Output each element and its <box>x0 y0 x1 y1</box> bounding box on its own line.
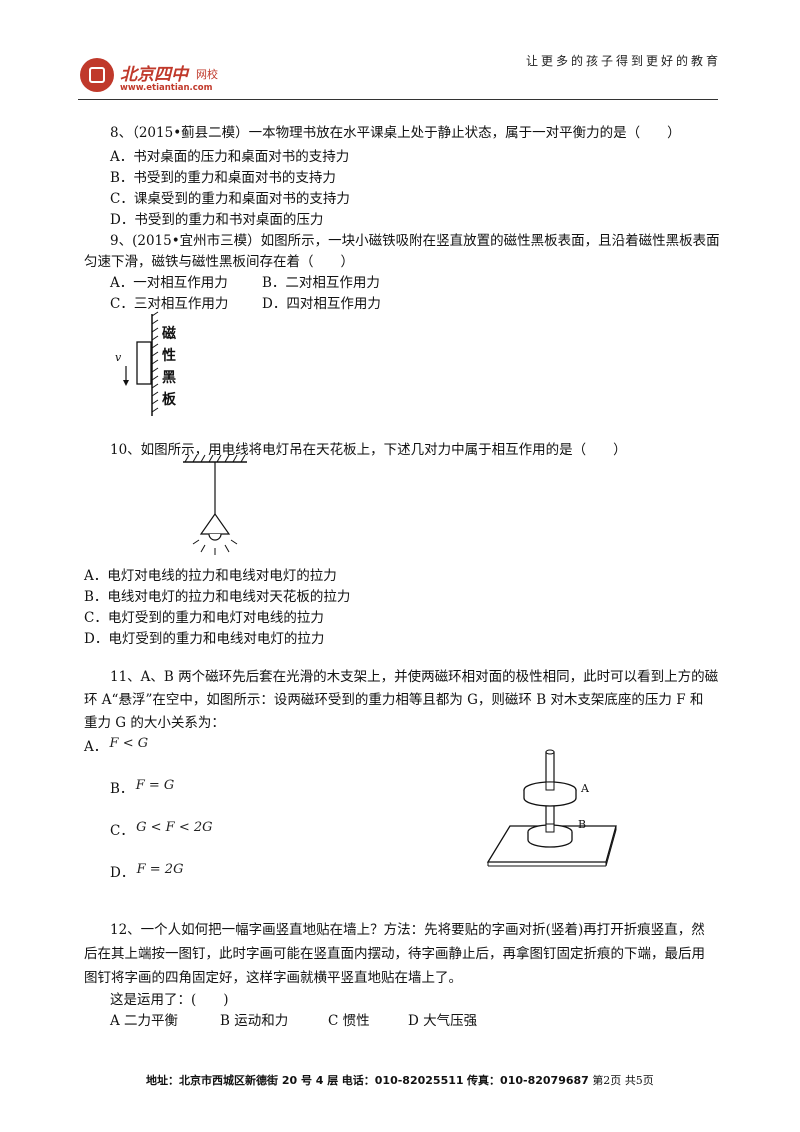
q8-option-b: B．书受到的重力和桌面对书的支持力 <box>110 170 336 186</box>
q11-option-c: C． G < F < 2G <box>110 819 213 839</box>
footer-phone-label: 电话： <box>341 1074 375 1087</box>
header-divider <box>78 99 718 100</box>
q11-option-b-formula: F = G <box>135 778 175 793</box>
board-label-char-2: 性 <box>162 347 176 364</box>
footer-fax: 010-82079687 <box>500 1074 589 1087</box>
q11-stem-line2: 环 A“悬浮”在空中，如图所示：设两磁环受到的重力相等且都为 G，则磁环 B 对… <box>84 692 704 708</box>
ring-b-label: B <box>578 818 586 831</box>
logo-name: 北京四中 <box>120 65 188 85</box>
q11-option-a: A． F < G <box>84 735 148 755</box>
footer-page-number: 第2页 <box>592 1074 622 1087</box>
q10-option-b: B．电线对电灯的拉力和电线对天花板的拉力 <box>84 589 351 605</box>
logo-sub: 网校 <box>196 68 218 81</box>
q8-option-a: A．书对桌面的压力和桌面对书的支持力 <box>110 149 350 165</box>
footer-fax-label: 传真： <box>467 1074 501 1087</box>
q11-option-d-letter: D． <box>110 865 135 881</box>
light-rays-icon <box>192 539 238 555</box>
school-logo-icon <box>80 58 114 92</box>
q11-option-a-letter: A． <box>84 739 108 755</box>
q9-option-b: B．二对相互作用力 <box>262 275 380 291</box>
q9-option-c: C．三对相互作用力 <box>110 296 229 312</box>
q8-option-c: C．课桌受到的重力和桌面对书的支持力 <box>110 191 350 207</box>
q11-stem-line1: 11、A、B 两个磁环先后套在光滑的木支架上，并使两磁环相对面的极性相同，此时可… <box>110 669 719 685</box>
magnet-ring-b <box>527 823 573 848</box>
q11-option-b-letter: B． <box>110 781 134 797</box>
ring-a-label: A <box>580 782 590 795</box>
magnetic-board-figure: v 磁 性 黑 板 <box>115 311 177 416</box>
q12-option-d: D 大气压强 <box>408 1013 478 1029</box>
velocity-label: v <box>115 351 122 364</box>
q9-option-d: D．四对相互作用力 <box>262 296 381 312</box>
q12-option-c: C 惯性 <box>328 1013 370 1029</box>
q8-option-d: D．书受到的重力和书对桌面的压力 <box>110 212 324 228</box>
board-label-char-4: 板 <box>162 391 177 408</box>
q11-option-c-letter: C． <box>110 823 134 839</box>
q11-option-b: B． F = G <box>110 777 174 797</box>
q12-stem-line3: 图钉将字画的四角固定好，这样字画就横平竖直地贴在墙上了。 <box>84 970 462 986</box>
footer-page-total: 共5页 <box>624 1074 654 1087</box>
footer-phone: 010-82025511 <box>374 1074 464 1087</box>
magnet-block <box>136 341 152 385</box>
q10-option-c: C．电灯受到的重力和电灯对电线的拉力 <box>84 610 324 626</box>
q11-option-c-formula: G < F < 2G <box>136 820 213 835</box>
q12-stem-line2: 后在其上端按一图钉，此时字画可能在竖直面内摆动，待字画静止后，再拿图钉固定折痕的… <box>84 946 705 962</box>
q11-option-d-formula: F = 2G <box>136 862 184 877</box>
light-bulb-icon <box>208 533 222 541</box>
q8-stem: 8、（2015•蓟县二模）一本物理书放在水平课桌上处于静止状态，属于一对平衡力的… <box>110 125 681 141</box>
page-footer: 地址：北京市西城区新德街 20 号 4 层 电话：010-82025511 传真… <box>146 1072 654 1088</box>
q12-option-a: A 二力平衡 <box>110 1013 179 1029</box>
header-slogan: 让更多的孩子得到更好的教育 <box>526 54 722 68</box>
q11-option-d: D． F = 2G <box>110 861 183 881</box>
q10-option-a: A．电灯对电线的拉力和电线对电灯的拉力 <box>84 568 337 584</box>
lamp-shade-icon <box>199 512 231 535</box>
board-label-char-3: 黑 <box>162 370 176 386</box>
q11-option-a-formula: F < G <box>109 736 149 751</box>
q10-stem: 10、如图所示，用电线将电灯吊在天花板上，下述几对力中属于相互作用的是（ ） <box>110 442 627 458</box>
q12-stem-line1: 12、一个人如何把一幅字画竖直地贴在墙上？方法：先将要贴的字画对折(竖着)再打开… <box>110 922 705 938</box>
footer-address: 北京市西城区新德街 20 号 4 层 <box>179 1074 339 1087</box>
q12-option-b: B 运动和力 <box>220 1013 289 1029</box>
q12-stem-line4: 这是运用了：( ) <box>110 992 229 1008</box>
q9-option-a: A．一对相互作用力 <box>110 275 228 291</box>
q10-option-d: D．电灯受到的重力和电线对电灯的拉力 <box>84 631 325 647</box>
magnetic-rings-figure: A B <box>486 749 617 867</box>
board-label-char-1: 磁 <box>162 325 176 342</box>
hanging-lamp-figure <box>183 454 247 555</box>
logo-url: www.etiantian.com <box>120 83 213 93</box>
magnet-ring-a <box>523 781 577 807</box>
q9-stem-line1: 9、(2015•宜州市三模）如图所示，一块小磁铁吸附在竖直放置的磁性黑板表面，且… <box>110 233 720 249</box>
q9-stem-line2: 匀速下滑，磁铁与磁性黑板间存在着（ ） <box>84 254 354 270</box>
footer-address-label: 地址： <box>146 1074 179 1087</box>
q11-stem-line3: 重力 G 的大小关系为： <box>84 715 225 731</box>
